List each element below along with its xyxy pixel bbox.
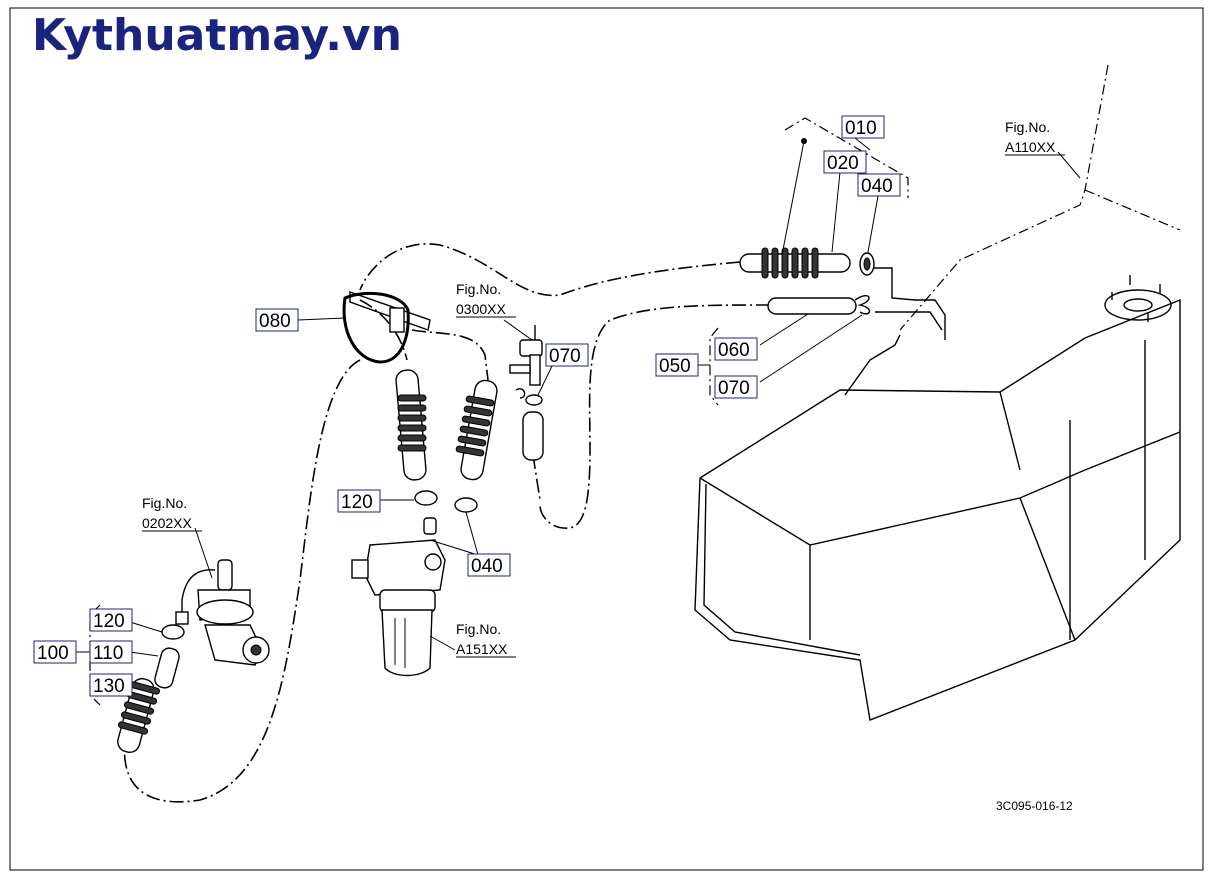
svg-text:040: 040 xyxy=(471,556,503,577)
label-110: 110 xyxy=(89,640,133,664)
svg-text:010: 010 xyxy=(845,118,877,139)
svg-text:070: 070 xyxy=(549,346,581,367)
svg-text:Fig.No.: Fig.No. xyxy=(142,495,187,511)
svg-text:Fig.No.: Fig.No. xyxy=(1005,119,1050,135)
brand-title: Kythuatmay.vn xyxy=(32,10,402,61)
svg-text:Fig.No.: Fig.No. xyxy=(456,281,501,297)
svg-text:0202XX: 0202XX xyxy=(142,515,192,531)
label-010: 010 xyxy=(841,115,885,139)
svg-text:120: 120 xyxy=(93,611,125,632)
svg-text:A110XX: A110XX xyxy=(1005,139,1056,155)
label-020: 020 xyxy=(823,150,867,174)
diagram-frame xyxy=(9,7,1204,871)
svg-text:120: 120 xyxy=(341,492,373,513)
svg-text:040: 040 xyxy=(861,176,893,197)
hose-020 xyxy=(739,247,875,279)
label-060: 060 xyxy=(714,337,758,361)
hose-assembly-100 xyxy=(117,624,185,754)
fig-ref-a110xx: Fig.No. A110XX xyxy=(1005,119,1065,156)
label-070-t: 070 xyxy=(545,343,589,367)
svg-text:100: 100 xyxy=(37,643,69,664)
label-050: 050 xyxy=(655,353,699,377)
label-080: 080 xyxy=(255,308,299,332)
hose-routes xyxy=(123,243,771,803)
label-130: 130 xyxy=(89,673,133,697)
fuel-pump xyxy=(175,559,270,666)
label-120-center: 120 xyxy=(337,489,381,513)
fuel-tank xyxy=(694,64,1181,721)
svg-text:060: 060 xyxy=(718,340,750,361)
drawing-code: 3C095-016-12 xyxy=(996,799,1073,813)
svg-text:070: 070 xyxy=(718,378,750,399)
band-080 xyxy=(342,291,431,364)
filter-hoses xyxy=(395,369,498,535)
svg-text:050: 050 xyxy=(659,356,691,377)
svg-text:A151XX: A151XX xyxy=(456,641,508,657)
svg-text:Fig.No.: Fig.No. xyxy=(456,621,501,637)
t-joint xyxy=(509,325,544,461)
fig-ref-0300xx: Fig.No. 0300XX xyxy=(456,281,516,318)
svg-text:020: 020 xyxy=(827,153,859,174)
fig-ref-0202xx: Fig.No. 0202XX xyxy=(142,495,202,532)
label-120-left: 120 xyxy=(89,608,133,632)
svg-text:0300XX: 0300XX xyxy=(456,301,506,317)
svg-text:130: 130 xyxy=(93,676,125,697)
svg-text:110: 110 xyxy=(93,643,123,664)
label-040-top: 040 xyxy=(857,173,901,197)
fuel-filter xyxy=(351,539,446,677)
label-070-tank: 070 xyxy=(714,375,758,399)
fig-ref-a151xx: Fig.No. A151XX xyxy=(456,621,516,658)
svg-text:080: 080 xyxy=(259,311,291,332)
label-040-center: 040 xyxy=(467,553,511,577)
pipe-060 xyxy=(767,295,871,315)
label-100: 100 xyxy=(33,640,77,664)
